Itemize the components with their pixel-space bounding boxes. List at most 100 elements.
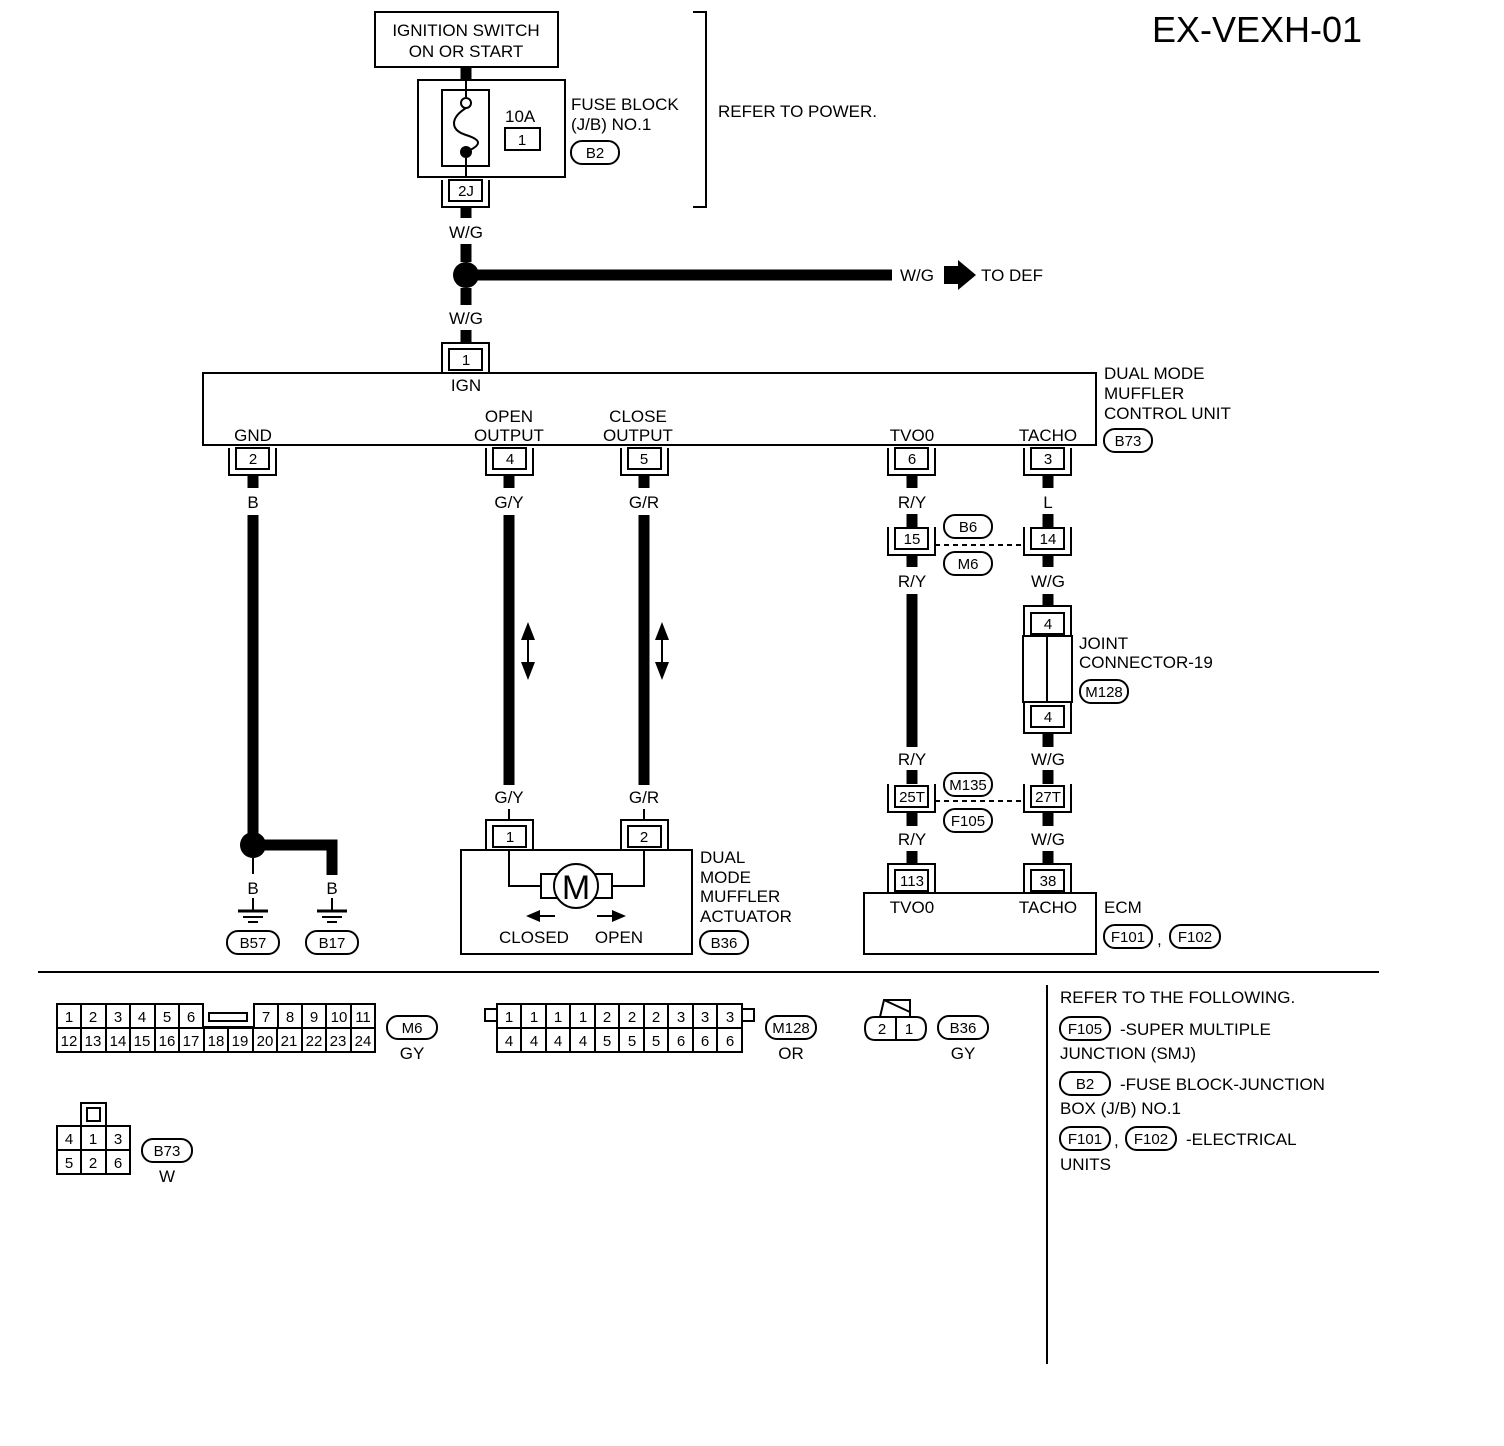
actuator-pin-2-number: 2 (640, 829, 648, 846)
motor-icon (553, 863, 599, 909)
m128-pin: 5 (628, 1033, 636, 1050)
fuse-block-code: B2 (586, 145, 604, 162)
m6-pin: 5 (163, 1009, 171, 1026)
ground-icon (317, 898, 347, 923)
pin-ign-box (448, 348, 483, 371)
m6-pin: 15 (134, 1033, 151, 1050)
m128-pin: 1 (505, 1009, 513, 1026)
wire-label-ry-4: R/Y (898, 830, 926, 849)
wire-label-gr-1: G/R (629, 493, 659, 512)
ground-icon (238, 898, 268, 923)
connector-code-m135: M135 (949, 777, 987, 794)
fuse-icon (453, 107, 479, 153)
m128-pin: 5 (603, 1033, 611, 1050)
connector-25t-number: 25T (899, 789, 925, 806)
connector-face-b36-color: GY (951, 1044, 976, 1063)
ecm-label-tacho: TACHO (1019, 898, 1077, 917)
m6-pin: 19 (232, 1033, 249, 1050)
m6-pin: 1 (65, 1009, 73, 1026)
m6-pin: 21 (281, 1033, 298, 1050)
m6-pin: 18 (208, 1033, 225, 1050)
m6-pin: 2 (89, 1009, 97, 1026)
fuse-block-label-1: FUSE BLOCK (571, 95, 679, 114)
wire-label-gy-1: G/Y (494, 493, 523, 512)
m6-row2: 12 13 14 15 16 17 18 19 20 21 22 23 24 (61, 1028, 371, 1052)
actuator-code-badge (699, 930, 749, 955)
ecm-code-badge-f101 (1103, 924, 1153, 949)
label-tacho: TACHO (1019, 426, 1077, 445)
actuator-pin-1: 1 (485, 819, 534, 850)
ecm-code-comma: , (1157, 930, 1162, 949)
pin-close: 5 (620, 447, 669, 476)
fuse-block-box (417, 79, 566, 178)
refer-ecm-line2: UNITS (1060, 1155, 1111, 1174)
refer-code-f102: F102 (1134, 1131, 1168, 1148)
refer-code-f101: F101 (1068, 1131, 1102, 1148)
ignition-switch-box (374, 11, 559, 68)
connector-27t-number: 27T (1035, 789, 1061, 806)
m6-pin: 9 (310, 1009, 318, 1026)
m6-pin: 16 (159, 1033, 176, 1050)
to-def-label: TO DEF (981, 266, 1043, 285)
label-close-1: CLOSE (609, 407, 667, 426)
refer-code-f105: F105 (1068, 1021, 1102, 1038)
m6-pin: 11 (355, 1009, 371, 1026)
connector-25t: 25T (887, 784, 936, 813)
connector-code-b6: B6 (959, 519, 977, 536)
m128-pin: 1 (579, 1009, 587, 1026)
motor-lead-left (508, 850, 541, 887)
ground-code-b57: B57 (240, 935, 267, 952)
ecm-pin-113: 113 (887, 863, 936, 893)
wire-label-ry-2: R/Y (898, 572, 926, 591)
b73-pin: 1 (89, 1131, 97, 1148)
m6-pin: 10 (331, 1009, 348, 1026)
m128-pin: 6 (726, 1033, 734, 1050)
m128-pin: 4 (554, 1033, 562, 1050)
refer-power-text: REFER TO POWER. (718, 102, 877, 121)
m128-pin: 2 (603, 1009, 611, 1026)
joint-code-badge (1079, 679, 1129, 704)
connector-code-badge-f105 (943, 808, 993, 833)
control-unit-code-badge (1103, 428, 1153, 453)
joint-label-2: CONNECTOR-19 (1079, 653, 1213, 672)
control-unit-label-3: CONTROL UNIT (1104, 404, 1231, 423)
label-gnd: GND (234, 426, 272, 445)
pin-open: 4 (485, 447, 534, 476)
actuator-label-2: MODE (700, 868, 751, 887)
m128-pin: 1 (530, 1009, 538, 1026)
actuator-label-3: MUFFLER (700, 887, 780, 906)
motor-lead-right (612, 850, 645, 887)
refer-f105-line1: -SUPER MULTIPLE (1120, 1020, 1271, 1039)
connector-15: 15 (887, 527, 936, 556)
control-unit-box (202, 372, 1097, 446)
ground-code-badge-b17 (305, 930, 359, 955)
connector-14: 14 (1023, 527, 1072, 556)
connector-15-number: 15 (904, 531, 921, 548)
fuse-number: 1 (518, 132, 526, 149)
fuse-block-code-badge (570, 140, 620, 165)
refer-code-badge-f101 (1059, 1126, 1111, 1151)
connector-code-f105: F105 (951, 813, 985, 830)
wire-label-wg-2: W/G (449, 309, 483, 328)
ecm-label-tvo: TVO0 (890, 898, 934, 917)
ground-code-badge-b57 (226, 930, 280, 955)
connector-face-m6: 1 2 3 4 5 6 7 8 9 10 11 12 13 (56, 1003, 376, 1053)
wire-label-gr-2: G/R (629, 788, 659, 807)
actuator-open-label: OPEN (595, 928, 643, 947)
bidirectional-arrow-icon (521, 622, 535, 680)
ecm-pin-38: 38 (1023, 863, 1072, 893)
actuator-code: B36 (711, 935, 738, 952)
b73-pin: 5 (65, 1155, 73, 1172)
joint-pin-bottom: 4 (1044, 709, 1052, 726)
pin-tacho-number: 3 (1044, 451, 1052, 468)
m6-pin: 6 (187, 1009, 195, 1026)
refer-ecm-line1: -ELECTRICAL (1186, 1130, 1297, 1149)
refer-f105-line2: JUNCTION (SMJ) (1060, 1044, 1196, 1063)
page-code: EX-VEXH-01 (1152, 9, 1362, 50)
refer-b2-line2: BOX (J/B) NO.1 (1060, 1099, 1181, 1118)
label-open-2: OUTPUT (474, 426, 544, 445)
arrow-right-icon (597, 910, 626, 922)
actuator-pin-1-number: 1 (506, 829, 514, 846)
pin-tvo: 6 (887, 447, 936, 476)
